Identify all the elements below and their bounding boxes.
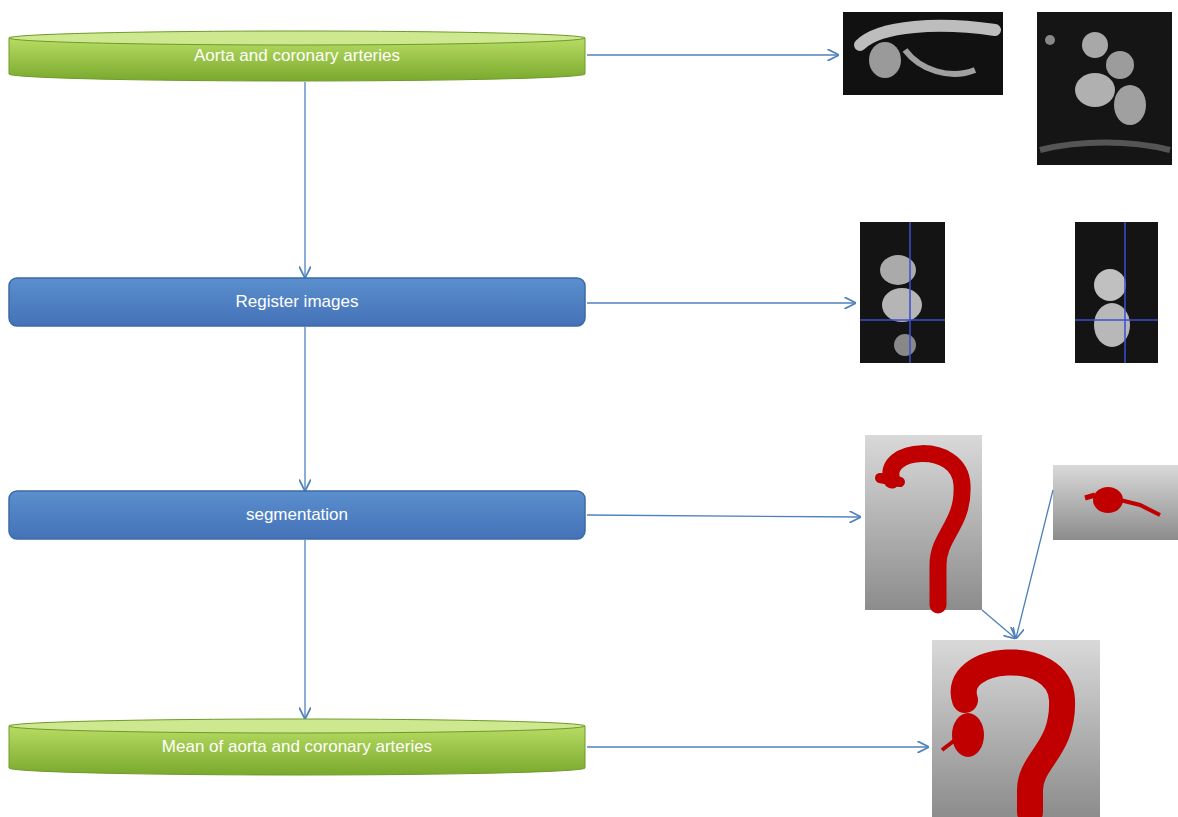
leader-arrow <box>587 515 860 517</box>
node-label: Mean of aorta and coronary arteries <box>150 737 444 757</box>
leader-arrow <box>587 302 855 303</box>
mean-segmentation <box>932 640 1100 817</box>
process-box: Register images <box>8 277 586 327</box>
registered-image <box>1075 222 1158 363</box>
coronary-segmentation <box>1053 465 1178 540</box>
terminal-cylinder: Mean of aorta and coronary arteries <box>8 718 586 776</box>
node-label: segmentation <box>234 505 360 525</box>
mri-image <box>1037 12 1172 165</box>
aorta-segmentation <box>865 435 982 610</box>
leader-arrow <box>587 54 838 55</box>
flow-arrow <box>304 82 305 277</box>
node-label: Register images <box>224 292 371 312</box>
flow-arrow <box>304 327 305 490</box>
mri-image <box>843 12 1003 95</box>
leader-arrow <box>587 746 928 747</box>
terminal-cylinder: Aorta and coronary arteries <box>8 30 586 82</box>
node-label: Aorta and coronary arteries <box>182 46 412 66</box>
registered-image <box>860 222 945 363</box>
flow-arrow <box>304 540 305 718</box>
leader-arrow <box>1016 490 1053 638</box>
leader-arrow <box>982 610 1015 638</box>
process-box: segmentation <box>8 490 586 540</box>
